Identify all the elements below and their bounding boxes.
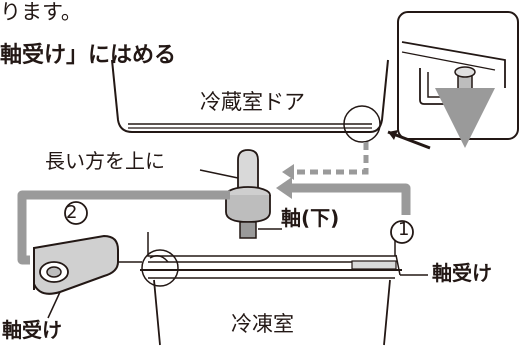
dashed-guide-arrow — [286, 142, 369, 175]
step-1-number: 1 — [398, 219, 410, 240]
guide-arrow-right — [290, 183, 411, 215]
step-heading: 軸受け」にはめる — [0, 43, 177, 68]
freezer-body — [140, 232, 428, 346]
step-1-circle — [390, 220, 414, 244]
guide-arrow-left — [17, 190, 230, 265]
freezer-label: 冷凍室 — [231, 312, 294, 336]
refrigerator-door — [111, 59, 389, 143]
inset-detail-box — [397, 11, 519, 148]
step-2-circle — [64, 201, 88, 225]
axis-lower-label: 軸(下) — [281, 206, 340, 230]
bearing-right-label: 軸受け — [432, 261, 492, 285]
door-label: 冷蔵室ドア — [200, 90, 305, 114]
bearing-detail — [33, 234, 142, 319]
bearing-left-label: 軸受け — [2, 318, 62, 342]
long-side-up-label: 長い方を上に — [45, 149, 165, 173]
hinge-pin — [199, 149, 282, 239]
intro-text: ります。 — [0, 0, 82, 24]
step-2-number: 2 — [66, 202, 78, 223]
